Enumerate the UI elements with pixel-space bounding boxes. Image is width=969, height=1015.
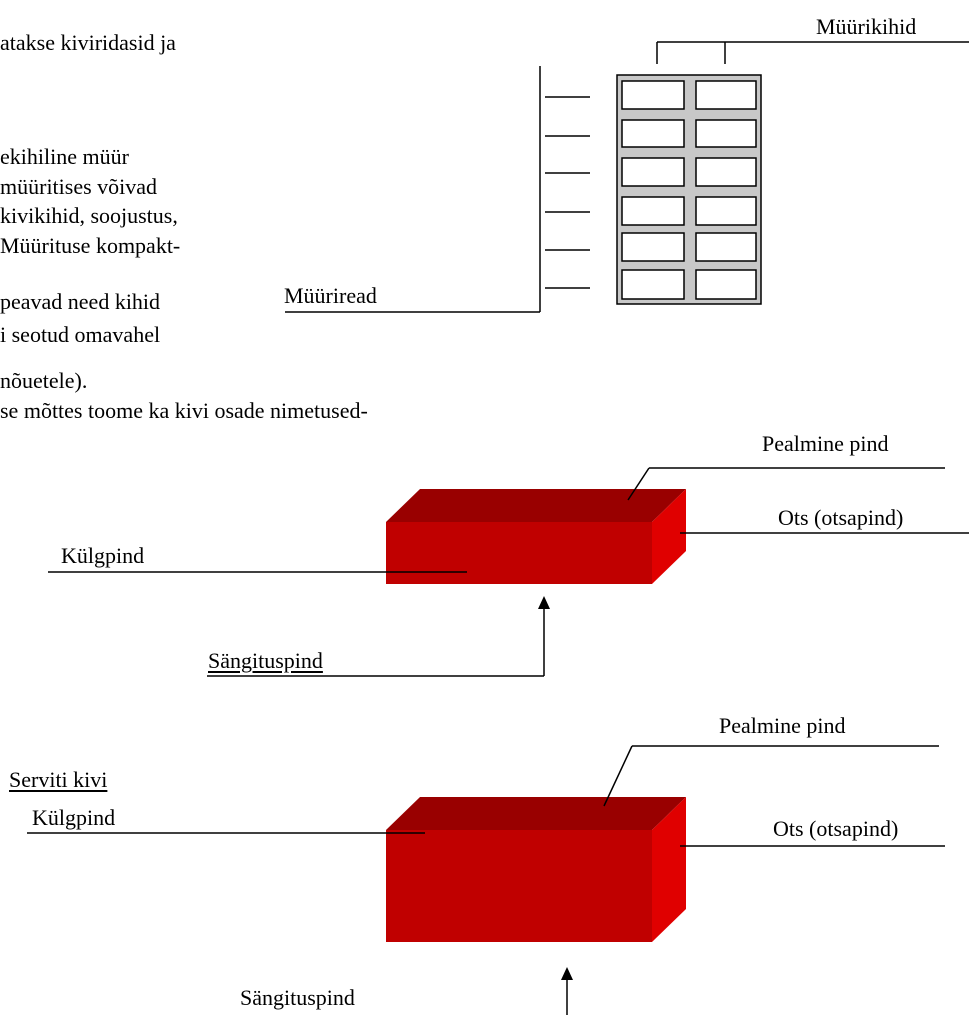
body-text-line-2: ekihiline müür — [0, 144, 129, 169]
wall-brick — [621, 269, 685, 300]
wall-brick — [695, 80, 757, 110]
rows-leaders — [285, 66, 590, 313]
brick-1-leaders — [48, 467, 969, 677]
layers-bracket — [656, 41, 969, 64]
body-text-line-7: i seotud omavahel — [0, 322, 161, 347]
brick-2-bed-arrowhead — [561, 967, 573, 980]
wall-brick — [621, 119, 685, 148]
wall-mortar-backdrop — [616, 74, 762, 305]
wall-brick — [621, 196, 685, 226]
rows-label: Müüriread — [284, 283, 377, 308]
wall-bricks — [621, 80, 757, 300]
body-text-line-4: kivikihid, soojustus, — [0, 203, 178, 228]
brick-1-side-label: Külgpind — [61, 543, 145, 568]
brick-1-top-face — [386, 489, 686, 522]
wall-brick — [621, 157, 685, 187]
brick-2-top-label: Pealmine pind — [719, 713, 846, 738]
brick-2-leaders — [27, 745, 945, 1015]
brick-1-front-face — [386, 522, 652, 584]
wall-brick — [695, 232, 757, 262]
brick-2-end-face — [652, 797, 686, 942]
brick-1-end-face — [652, 489, 686, 584]
body-text-line-3: müüritises võivad — [0, 174, 158, 199]
brick-2-front-face — [386, 830, 652, 942]
brick-2-side-label: Külgpind — [32, 805, 116, 830]
wall-brick — [695, 157, 757, 187]
brick-2-caption: Serviti kivi — [9, 767, 108, 792]
body-text-line-1: atakse kiviridasid ja — [0, 30, 176, 55]
wall-brick — [695, 196, 757, 226]
brick-1-top-label: Pealmine pind — [762, 431, 889, 456]
body-text-line-8: nõuetele). — [0, 368, 88, 393]
brick-1 — [48, 467, 969, 677]
wall-brick — [621, 232, 685, 262]
wall-brick — [621, 80, 685, 110]
brick-1-bed-label: Sängituspind — [208, 648, 323, 673]
wall-brick — [695, 119, 757, 148]
brick-2-end-label: Ots (otsapind) — [773, 816, 899, 841]
body-text-line-5: Müürituse kompakt- — [0, 233, 181, 258]
brick-2-top-face — [386, 797, 686, 830]
brick-2-bed-label: Sängituspind — [240, 985, 355, 1010]
brick-1-end-label: Ots (otsapind) — [778, 505, 904, 530]
layers-label: Müürikihid — [816, 14, 917, 39]
body-text-line-6: peavad need kihid — [0, 289, 161, 314]
brick-1-bed-arrowhead — [538, 596, 550, 609]
wall-brick — [695, 269, 757, 300]
body-text-line-9: se mõttes toome ka kivi osade nimetused- — [0, 398, 368, 423]
brick-2 — [27, 745, 945, 1015]
wall-diagram — [285, 41, 969, 313]
